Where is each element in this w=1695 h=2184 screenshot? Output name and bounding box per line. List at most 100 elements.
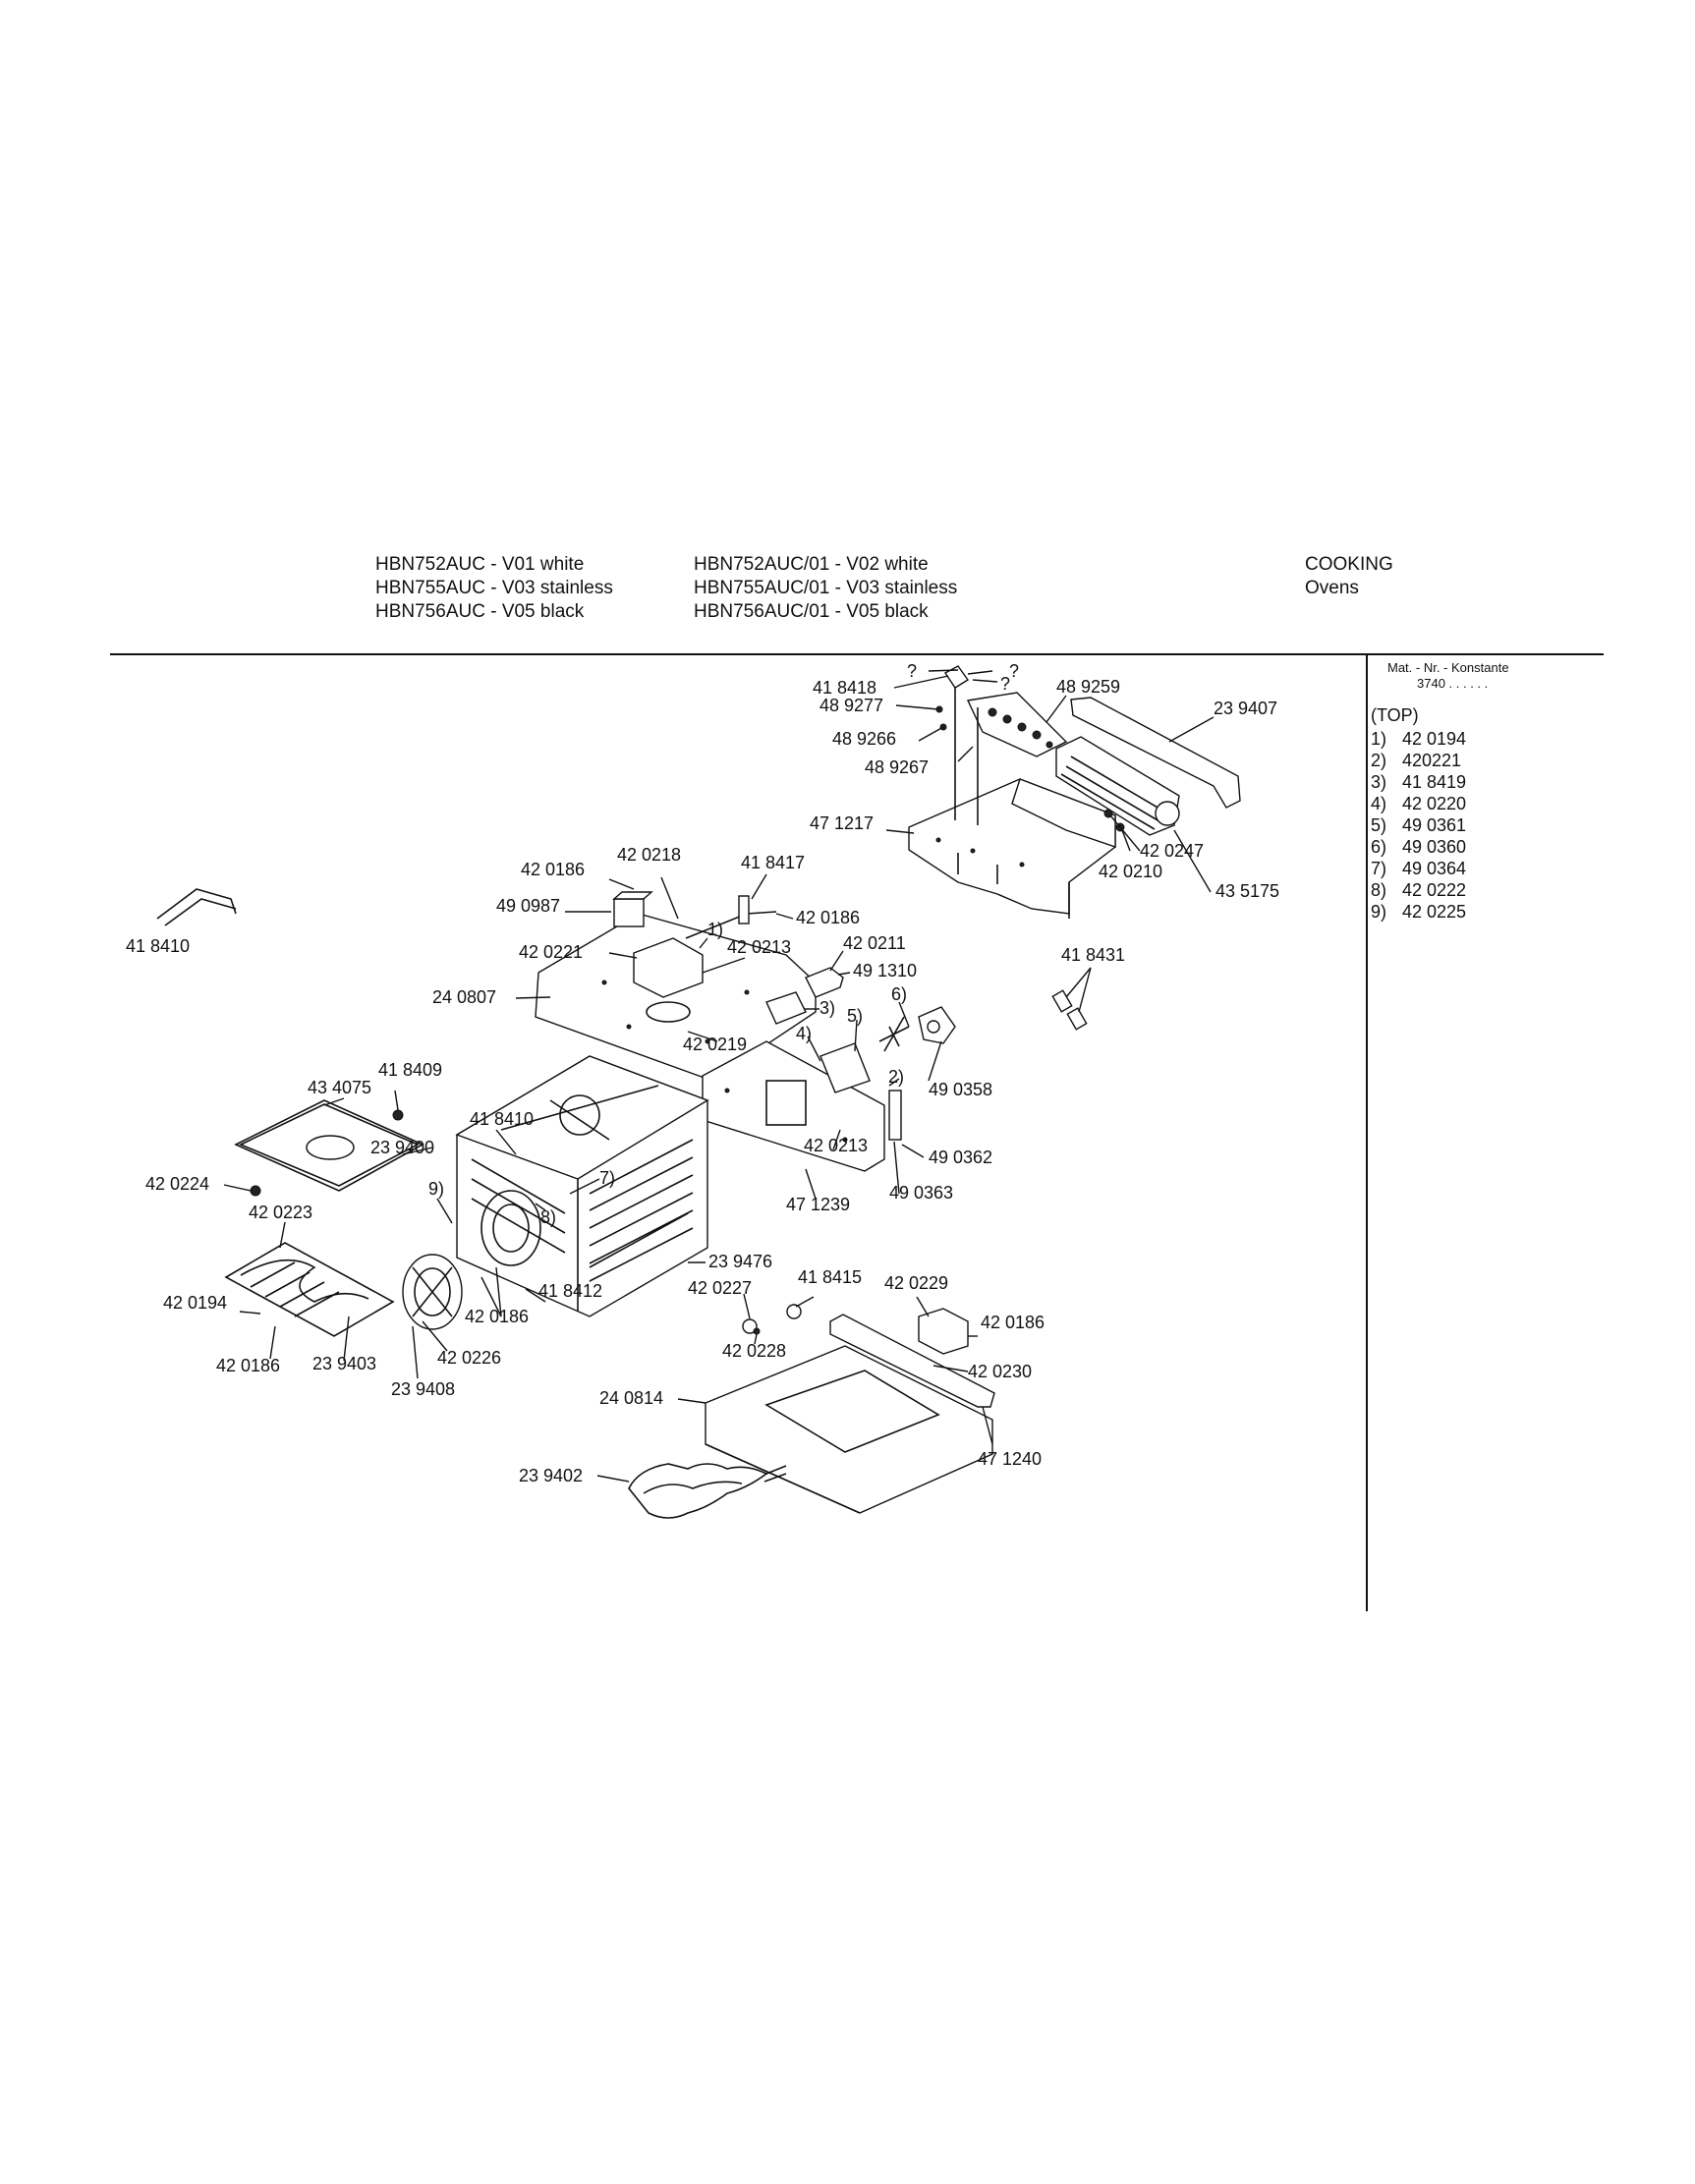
part-label: 42 0186 <box>796 908 860 927</box>
bracket-471240 <box>829 1314 995 1408</box>
part-label: 49 0362 <box>929 1148 992 1167</box>
item-number: 4) <box>1371 794 1387 813</box>
part-label: 41 8431 <box>1061 945 1125 965</box>
part-number: 49 0364 <box>1402 859 1467 878</box>
part-label: 42 0228 <box>722 1341 786 1361</box>
part-label: 42 0227 <box>688 1278 752 1298</box>
part-number: 49 0361 <box>1402 815 1467 835</box>
part-label: 49 0358 <box>929 1080 992 1099</box>
oven-cavity <box>455 1055 709 1317</box>
part-label: 9) <box>428 1179 444 1199</box>
part-label: 23 9408 <box>391 1379 455 1399</box>
list-item: 1) 42 0194 <box>1371 728 1466 750</box>
switch-491310 <box>805 967 844 998</box>
thermostat-490358 <box>918 1006 956 1044</box>
part-label: ? <box>907 661 917 681</box>
item-number: 6) <box>1371 837 1387 857</box>
screw-420228 <box>753 1327 761 1335</box>
part-number: 42 0220 <box>1402 794 1467 813</box>
part-label: 7) <box>599 1168 615 1188</box>
fan-blower-435175 <box>1055 736 1180 836</box>
subcategory: Ovens <box>1305 578 1359 598</box>
plate-418419 <box>765 991 807 1025</box>
knob-418415 <box>786 1304 802 1319</box>
sidebar-divider <box>1366 655 1368 1611</box>
transformer-490987 <box>612 891 653 927</box>
thermostat-418410-left <box>156 888 237 926</box>
bake-element-239402 <box>628 1463 787 1519</box>
part-label: 42 0230 <box>968 1362 1032 1381</box>
part-label: 41 8410 <box>126 936 190 956</box>
part-label: 42 0213 <box>727 937 791 957</box>
part-label: 42 0211 <box>843 933 906 953</box>
part-label: 48 9266 <box>832 729 896 749</box>
part-label: 1) <box>707 920 723 939</box>
part-label: 6) <box>891 984 907 1004</box>
part-label: 42 0219 <box>683 1035 747 1054</box>
part-label: 47 1239 <box>786 1195 850 1214</box>
model-line: HBN755AUC - V03 stainless <box>375 578 613 598</box>
part-number: 42 0225 <box>1402 902 1467 922</box>
screws-418431 <box>1051 989 1088 1031</box>
part-label: 49 0363 <box>889 1183 953 1203</box>
bracket-420229 <box>918 1308 969 1355</box>
item-number: 9) <box>1371 902 1387 922</box>
part-label: 41 8417 <box>741 853 805 872</box>
section-title: (TOP) <box>1371 705 1419 725</box>
switch-490362 <box>888 1090 902 1141</box>
list-item: 9) 42 0225 <box>1371 901 1466 923</box>
part-label: 23 9403 <box>312 1354 376 1373</box>
part-label: ? <box>1000 674 1010 694</box>
material-constant: Mat. - Nr. - Konstante 3740 . . . . . . <box>1387 660 1509 692</box>
part-label: 41 8415 <box>798 1267 862 1287</box>
part-label: 42 0186 <box>216 1356 280 1375</box>
leader-lines <box>223 669 1215 1483</box>
part-label: 42 0218 <box>617 845 681 865</box>
list-item: 6) 49 0360 <box>1371 836 1466 858</box>
footnote-part-list: 1)42 0194 2)420221 3)41 8419 4)42 0220 5… <box>1371 728 1466 923</box>
part-number: 42 0222 <box>1402 880 1467 900</box>
part-label: 23 9407 <box>1214 699 1277 718</box>
part-label: 41 8412 <box>538 1281 602 1301</box>
part-label: 8) <box>540 1207 556 1227</box>
switch-490361 <box>819 1042 871 1093</box>
part-label: 23 9400 <box>370 1138 434 1157</box>
model-line: HBN752AUC - V01 white <box>375 554 585 575</box>
model-list-left: HBN752AUC - V01 white HBN755AUC - V03 st… <box>375 553 613 624</box>
part-label: 48 9259 <box>1056 677 1120 697</box>
part-label: 42 0224 <box>145 1174 209 1194</box>
part-label: 3) <box>819 998 835 1018</box>
item-number: 5) <box>1371 815 1387 835</box>
part-number: 42 0194 <box>1402 729 1467 749</box>
part-label: 42 0194 <box>163 1293 227 1313</box>
item-number: 8) <box>1371 880 1387 900</box>
list-item: 4) 42 0220 <box>1371 793 1466 814</box>
clip-420224 <box>250 1185 261 1197</box>
list-item: 8) 42 0222 <box>1371 879 1466 901</box>
part-label: 42 0229 <box>884 1273 948 1293</box>
part-number: 49 0360 <box>1402 837 1467 857</box>
part-label: 24 0807 <box>432 987 496 1007</box>
constant-value: 3740 . . . . . . <box>1417 676 1489 691</box>
control-housing-471217 <box>908 778 1116 919</box>
item-number: 1) <box>1371 729 1387 749</box>
knob-420227 <box>742 1318 758 1334</box>
part-label: 42 0186 <box>981 1313 1045 1332</box>
part-label: 23 9402 <box>519 1466 583 1485</box>
item-number: 7) <box>1371 859 1387 878</box>
constant-label: Mat. - Nr. - Konstante <box>1387 660 1509 675</box>
part-label: 49 0987 <box>496 896 560 916</box>
part-labels: ? ? ? 41 8418 48 9277 48 9266 48 9267 48… <box>126 661 1279 1485</box>
part-label: 42 0186 <box>521 860 585 879</box>
model-line: HBN756AUC/01 - V05 black <box>694 601 929 622</box>
list-item: 7) 49 0364 <box>1371 858 1466 879</box>
list-item: 3)41 8419 <box>1371 771 1466 793</box>
bottom-panel-240814 <box>705 1345 993 1514</box>
part-label: 42 0210 <box>1099 862 1162 881</box>
part-label: 48 9277 <box>819 696 883 715</box>
part-label: 42 0221 <box>519 942 583 962</box>
part-label: 42 0223 <box>249 1203 312 1222</box>
part-label: 41 8410 <box>470 1109 534 1129</box>
part-label: 49 1310 <box>853 961 917 980</box>
